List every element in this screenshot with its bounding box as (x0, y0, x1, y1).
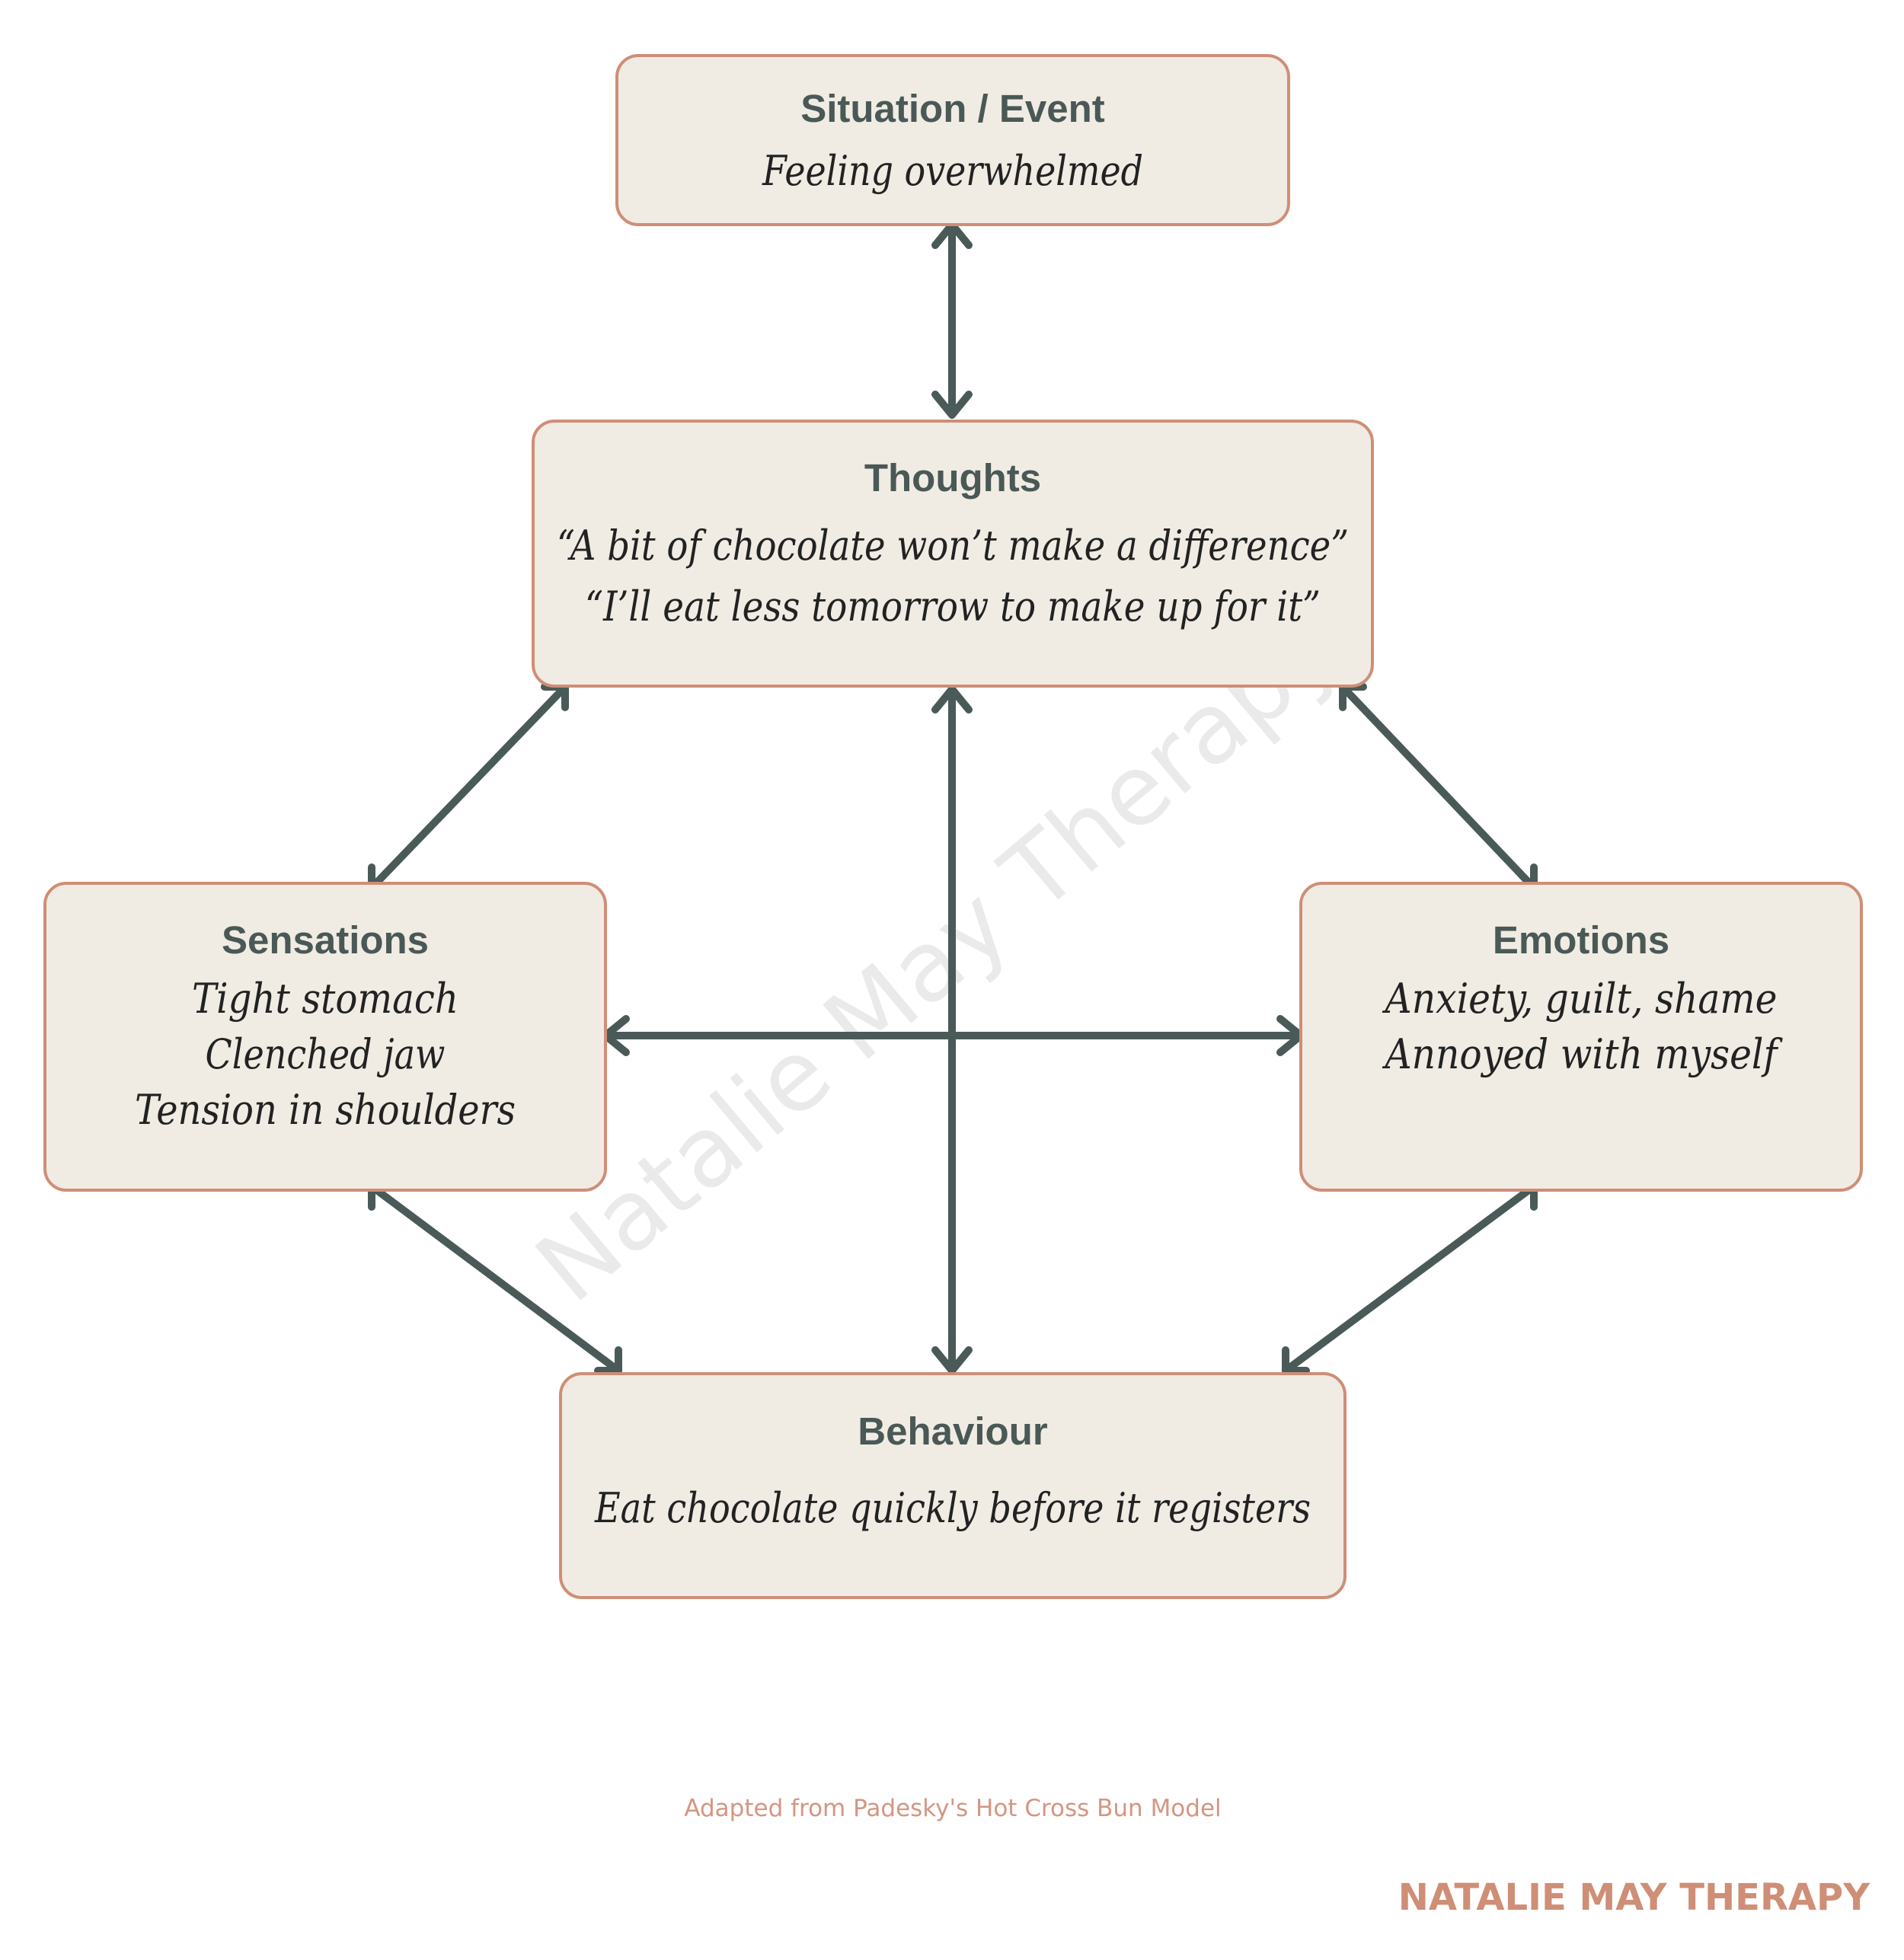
arrow-situation-thoughts (931, 221, 973, 419)
behaviour-line: Eat chocolate quickly before it register… (594, 1484, 1311, 1532)
arrow-thoughts-emotions (1339, 683, 1538, 892)
sensations-box: Sensations Tight stomach Clenched jaw Te… (43, 882, 607, 1192)
sensations-line-1: Tight stomach (192, 975, 458, 1023)
thoughts-box: Thoughts “A bit of chocolate won’t make … (532, 420, 1374, 688)
arrow-emotions-behaviour (1282, 1183, 1538, 1374)
watermark: Natalie May Therapy (516, 589, 1362, 1325)
behaviour-title: Behaviour (858, 1409, 1048, 1453)
brand-name: NATALIE MAY THERAPY (1398, 1876, 1870, 1919)
sensations-line-2: Clenched jaw (206, 1030, 446, 1078)
thoughts-line-2: “I’ll eat less tomorrow to make up for i… (585, 583, 1321, 630)
arrow-thoughts-sensations (368, 683, 569, 892)
emotions-line-2: Annoyed with myself (1382, 1030, 1783, 1078)
model-credit: Adapted from Padesky's Hot Cross Bun Mod… (684, 1795, 1221, 1822)
thoughts-line-1: “A bit of chocolate won’t make a differe… (557, 522, 1349, 570)
sensations-title: Sensations (222, 918, 429, 962)
situation-box: Situation / Event Feeling overwhelmed (615, 54, 1290, 226)
thoughts-title: Thoughts (864, 456, 1041, 500)
emotions-title: Emotions (1493, 918, 1669, 962)
situation-title: Situation / Event (800, 87, 1105, 130)
emotions-box: Emotions Anxiety, guilt, shame Annoyed w… (1299, 882, 1863, 1192)
arrow-thoughts-behaviour (931, 685, 973, 1374)
sensations-line-3: Tension in shoulders (135, 1086, 516, 1134)
emotions-line-1: Anxiety, guilt, shame (1382, 975, 1778, 1023)
situation-line: Feeling overwhelmed (762, 147, 1143, 195)
behaviour-box: Behaviour Eat chocolate quickly before i… (559, 1372, 1347, 1599)
